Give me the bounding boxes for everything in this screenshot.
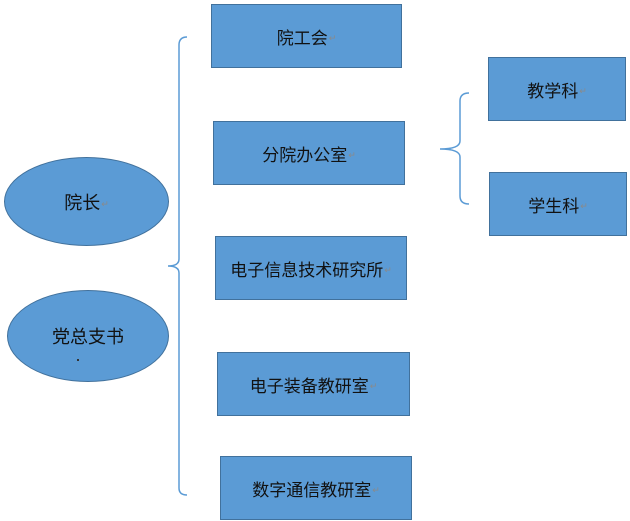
paragraph-mark: ↵: [369, 382, 378, 392]
comm-lab-label: 数字通信教研室: [252, 480, 372, 501]
paragraph-mark: ↵: [384, 266, 392, 276]
teaching-section-box: 教学科↵: [488, 57, 626, 121]
equipment-lab-box: 电子装备教研室↵: [217, 352, 410, 416]
paragraph-mark: ↵: [579, 87, 587, 97]
paragraph-mark: ↵: [348, 151, 356, 161]
comm-lab-box: 数字通信教研室↵: [220, 456, 412, 520]
equipment-lab-label: 电子装备教研室: [249, 376, 369, 397]
paragraph-mark: ↵: [101, 199, 109, 210]
main-bracket: [167, 36, 188, 496]
student-section-box: 学生科↵: [489, 172, 627, 236]
branch-office-label: 分院办公室: [262, 145, 348, 166]
union-label: 院工会: [276, 28, 328, 49]
teaching-section-label: 教学科: [527, 81, 579, 102]
stray-dot: [77, 359, 79, 361]
paragraph-mark: ↵: [580, 202, 588, 212]
union-box: 院工会↵: [211, 4, 402, 68]
party-secretary-label: 党总支书: [52, 327, 124, 348]
it-institute-box: 电子信息技术研究所↵: [215, 236, 407, 300]
student-section-label: 学生科: [528, 196, 580, 217]
it-institute-label: 电子信息技术研究所: [230, 260, 384, 281]
dean-label: 院长: [64, 192, 101, 214]
branch-office-box: 分院办公室↵: [213, 121, 405, 185]
paragraph-mark: ↵: [328, 34, 337, 44]
office-bracket: [439, 92, 470, 205]
paragraph-mark: ↵: [372, 486, 380, 496]
party-secretary-node: 党总支书: [7, 290, 169, 382]
dean-node: 院长↵: [4, 157, 169, 246]
